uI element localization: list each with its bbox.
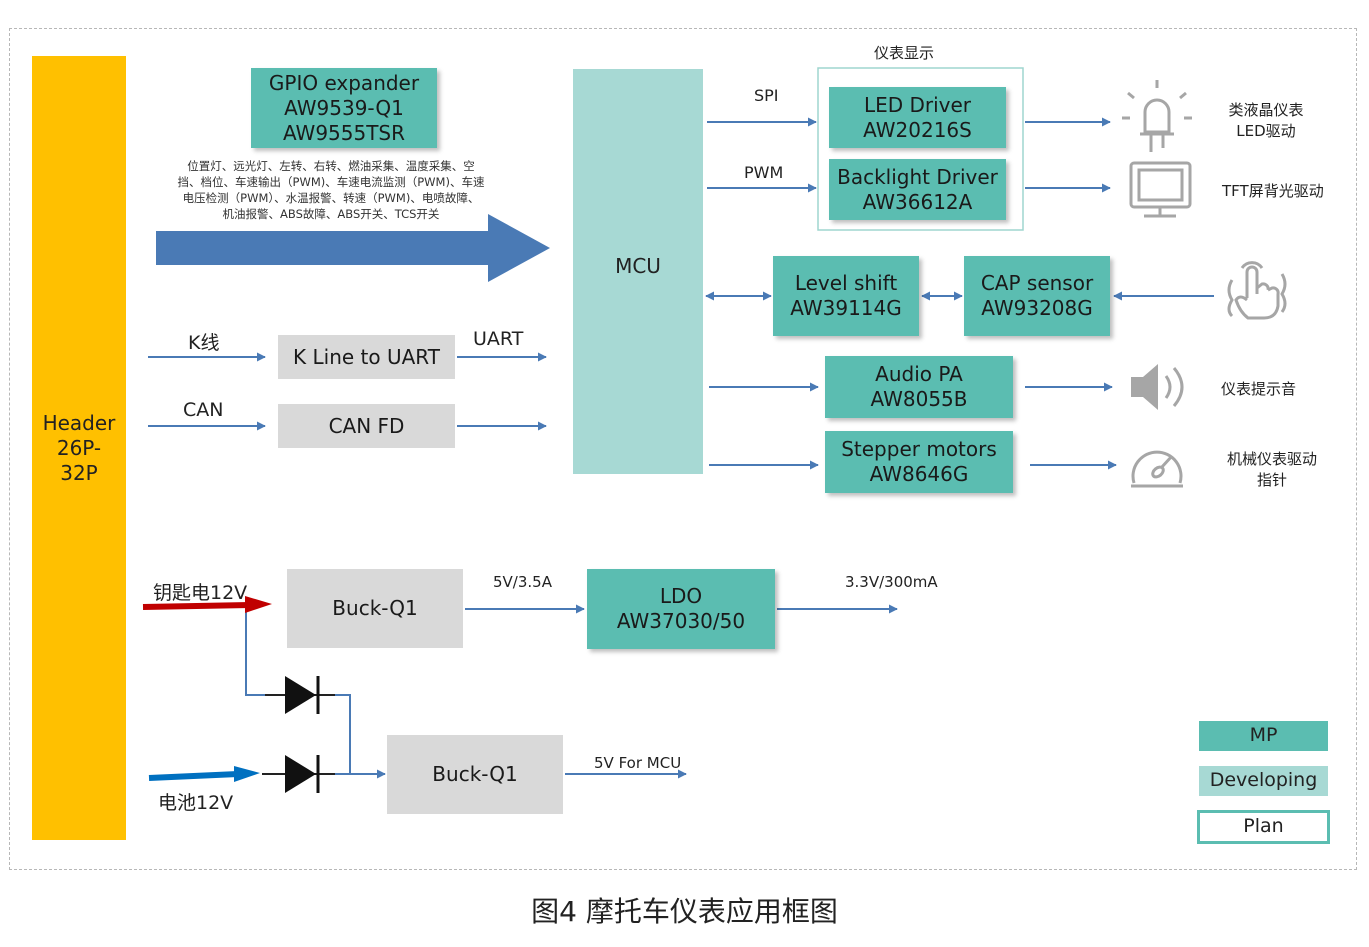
header-line1: Header: [42, 410, 116, 435]
gpio-expander-block: GPIO expander AW9539-Q1 AW9555TSR: [251, 68, 437, 148]
legend-mp-label: MP: [1249, 724, 1278, 747]
stepper-output-line2: 指针: [1256, 471, 1287, 489]
mcu-label: MCU: [615, 254, 661, 278]
buck-q1-block-upper: Buck-Q1: [287, 569, 463, 648]
key-12v-label: 钥匙电12V: [153, 582, 248, 604]
gpio-line3: AW9555TSR: [282, 120, 406, 145]
diode-lower: [262, 755, 335, 793]
header-connector-block: Header 26P- 32P: [32, 56, 126, 840]
v5-35a-label: 5V/3.5A: [493, 573, 552, 591]
buck-upper-label: Buck-Q1: [332, 596, 418, 620]
gpio-line2: AW9539-Q1: [284, 95, 404, 120]
audio-pa-line2: AW8055B: [870, 387, 968, 411]
key-power-arrow: [142, 602, 251, 610]
backlight-driver-line2: AW36612A: [862, 189, 973, 214]
audio-output-label: 仪表提示音: [1221, 380, 1297, 398]
gpio-description: 位置灯、远光灯、左转、右转、燃油采集、温度采集、空 挡、档位、车速输出（PWM)…: [148, 158, 514, 222]
cap-sensor-block: CAP sensor AW93208G: [964, 256, 1110, 336]
led-bulb-icon: [1122, 80, 1192, 152]
header-line2: 26P-: [56, 435, 102, 460]
key-power-arrowhead: [245, 596, 272, 613]
audio-pa-line1: Audio PA: [875, 362, 963, 386]
tft-output-label: TFT屏背光驱动: [1222, 182, 1324, 200]
buck-lower-label: Buck-Q1: [432, 762, 518, 786]
led-driver-line2: AW20216S: [863, 117, 972, 142]
uart-label: UART: [473, 328, 524, 350]
spi-label: SPI: [754, 86, 779, 105]
gpio-desc-line1: 位置灯、远光灯、左转、右转、燃油采集、温度采集、空: [187, 159, 475, 173]
legend-mp: MP: [1199, 721, 1328, 751]
figure-caption: 图4 摩托车仪表应用框图: [531, 895, 838, 928]
wire-diode-merge: [318, 694, 351, 774]
kline-box-label: K Line to UART: [293, 344, 440, 369]
gpio-desc-line2: 挡、档位、车速输出（PWM)、车速电流监测（PWM)、车速: [177, 175, 485, 189]
speaker-icon: [1131, 364, 1184, 410]
can-fd-block: CAN FD: [278, 404, 455, 448]
ldo-block: LDO AW37030/50: [587, 569, 775, 649]
led-output-line1: 类液晶仪表: [1228, 101, 1304, 119]
cap-sensor-line2: AW93208G: [981, 296, 1093, 320]
v5-mcu-label: 5V For MCU: [594, 754, 682, 772]
diode-upper: [265, 676, 335, 714]
legend-developing-label: Developing: [1209, 769, 1318, 792]
canfd-box-label: CAN FD: [328, 413, 405, 438]
dashboard-label: 仪表显示: [874, 44, 935, 62]
level-shift-line1: Level shift: [794, 271, 898, 295]
cap-sensor-line1: CAP sensor: [980, 271, 1094, 295]
gpio-desc-line4: 机油报警、ABS故障、ABS开关、TCS开关: [222, 207, 440, 221]
stepper-line2: AW8646G: [869, 462, 969, 486]
legend-developing: Developing: [1199, 766, 1328, 796]
wire-key-diode: [245, 607, 285, 696]
battery-power-arrowhead: [234, 766, 260, 782]
monitor-icon: [1129, 161, 1192, 218]
battery-power-arrow: [148, 771, 239, 781]
stepper-output-line1: 机械仪表驱动: [1226, 450, 1317, 468]
gpio-line1: GPIO expander: [268, 70, 420, 95]
level-shift-block: Level shift AW39114G: [773, 256, 919, 336]
legend-plan-label: Plan: [1243, 815, 1284, 838]
gpio-big-arrow: [156, 214, 550, 282]
backlight-driver-block: Backlight Driver AW36612A: [829, 159, 1006, 220]
buck-q1-block-lower: Buck-Q1: [387, 735, 563, 814]
kline-to-uart-block: K Line to UART: [278, 335, 455, 379]
header-line3: 32P: [60, 460, 98, 485]
stepper-line1: Stepper motors: [841, 437, 997, 461]
stepper-motors-block: Stepper motors AW8646G: [825, 431, 1013, 493]
ldo-line1: LDO: [659, 584, 703, 608]
led-output-label: 类液晶仪表 LED驱动: [1214, 100, 1318, 142]
led-driver-line1: LED Driver: [863, 92, 972, 117]
legend-plan: Plan: [1197, 810, 1330, 844]
gpio-desc-line3: 电压检测（PWM）、水温报警、转速（PWM)、电喷故障、: [182, 191, 480, 205]
ldo-line2: AW37030/50: [616, 609, 746, 633]
pwm-label: PWM: [744, 163, 784, 182]
v33-label: 3.3V/300mA: [845, 573, 938, 591]
led-driver-block: LED Driver AW20216S: [829, 87, 1006, 148]
diagram-frame: [9, 28, 1357, 870]
battery-12v-label: 电池12V: [158, 792, 234, 814]
level-shift-line2: AW39114G: [790, 296, 902, 320]
touch-hand-icon: [1227, 261, 1287, 320]
dashboard-group-outline: [817, 67, 1024, 231]
led-output-line2: LED驱动: [1236, 122, 1296, 140]
gauge-icon: [1131, 450, 1183, 488]
stepper-output-label: 机械仪表驱动 指针: [1216, 449, 1328, 491]
mcu-block: MCU: [573, 69, 703, 474]
backlight-driver-line1: Backlight Driver: [837, 164, 998, 189]
can-label: CAN: [183, 399, 224, 421]
audio-pa-block: Audio PA AW8055B: [825, 356, 1013, 418]
kline-label: K线: [188, 332, 220, 354]
